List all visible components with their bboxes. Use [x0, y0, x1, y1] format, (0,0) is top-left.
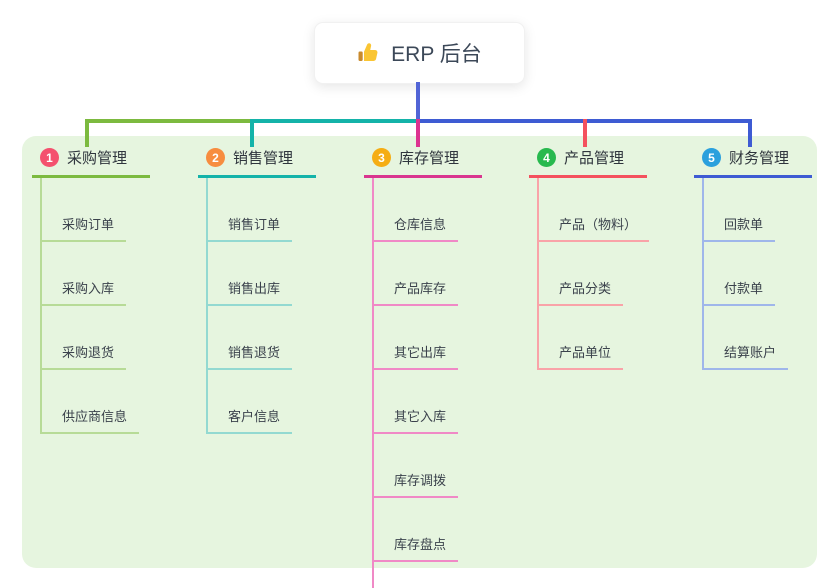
connector-drop-product	[583, 119, 587, 147]
connector-drop-purchase	[85, 119, 89, 147]
branch-items: 产品（物料） 产品分类 产品单位	[537, 178, 650, 370]
item-node[interactable]: 回款单	[704, 178, 776, 242]
item-node[interactable]: 采购订单	[42, 178, 127, 242]
item-node[interactable]: 结算账户	[704, 306, 789, 370]
badge-4: 4	[537, 148, 556, 167]
item-node[interactable]: 库存盘点	[374, 498, 459, 562]
branch-label: 销售管理	[233, 150, 294, 167]
root-title: ERP 后台	[391, 43, 482, 66]
branch-product: 4 产品管理 产品（物料） 产品分类 产品单位	[529, 147, 650, 370]
branch-heading-sales[interactable]: 2 销售管理	[198, 147, 316, 178]
badge-5: 5	[702, 148, 721, 167]
branch-inventory: 3 库存管理 仓库信息 产品库存 其它出库 其它入库 库存调拨 库存盘点 出库库…	[364, 147, 482, 588]
item-node[interactable]: 销售出库	[208, 242, 293, 306]
connector-drop-inventory	[416, 119, 420, 147]
branch-label: 产品管理	[564, 150, 625, 167]
connector-bus-teal	[252, 119, 418, 123]
branch-items: 仓库信息 产品库存 其它出库 其它入库 库存调拨 库存盘点 出库库明细	[372, 178, 482, 588]
branch-items: 回款单 付款单 结算账户	[702, 178, 812, 370]
branch-purchase: 1 采购管理 采购订单 采购入库 采购退货 供应商信息	[32, 147, 150, 434]
connector-drop-finance	[748, 119, 752, 147]
item-node[interactable]: 其它出库	[374, 306, 459, 370]
branch-heading-product[interactable]: 4 产品管理	[529, 147, 647, 178]
branch-sales: 2 销售管理 销售订单 销售出库 销售退货 客户信息	[198, 147, 316, 434]
connector-drop-sales	[250, 119, 254, 147]
branch-items: 采购订单 采购入库 采购退货 供应商信息	[40, 178, 150, 434]
item-node[interactable]: 产品分类	[539, 242, 624, 306]
item-node[interactable]: 客户信息	[208, 370, 293, 434]
branch-label: 财务管理	[729, 150, 790, 167]
branch-items: 销售订单 销售出库 销售退货 客户信息	[206, 178, 316, 434]
item-node[interactable]: 产品库存	[374, 242, 459, 306]
branch-heading-inventory[interactable]: 3 库存管理	[364, 147, 482, 178]
item-node[interactable]: 销售订单	[208, 178, 293, 242]
item-node[interactable]: 采购退货	[42, 306, 127, 370]
item-node[interactable]: 出库库明细	[374, 562, 471, 588]
item-node[interactable]: 销售退货	[208, 306, 293, 370]
badge-3: 3	[372, 148, 391, 167]
root-node[interactable]: ERP 后台	[314, 22, 525, 84]
thumbs-up-icon	[357, 41, 381, 65]
item-node[interactable]: 库存调拨	[374, 434, 459, 498]
branch-heading-finance[interactable]: 5 财务管理	[694, 147, 812, 178]
item-node[interactable]: 其它入库	[374, 370, 459, 434]
branch-label: 采购管理	[67, 150, 128, 167]
branch-label: 库存管理	[399, 150, 460, 167]
branch-heading-purchase[interactable]: 1 采购管理	[32, 147, 150, 178]
item-node[interactable]: 付款单	[704, 242, 776, 306]
badge-2: 2	[206, 148, 225, 167]
connector-bus-green	[85, 119, 252, 123]
connector-root	[416, 82, 420, 120]
item-node[interactable]: 产品单位	[539, 306, 624, 370]
branch-finance: 5 财务管理 回款单 付款单 结算账户	[694, 147, 812, 370]
item-node[interactable]: 产品（物料）	[539, 178, 650, 242]
item-node[interactable]: 仓库信息	[374, 178, 459, 242]
item-node[interactable]: 供应商信息	[42, 370, 140, 434]
item-node[interactable]: 采购入库	[42, 242, 127, 306]
badge-1: 1	[40, 148, 59, 167]
